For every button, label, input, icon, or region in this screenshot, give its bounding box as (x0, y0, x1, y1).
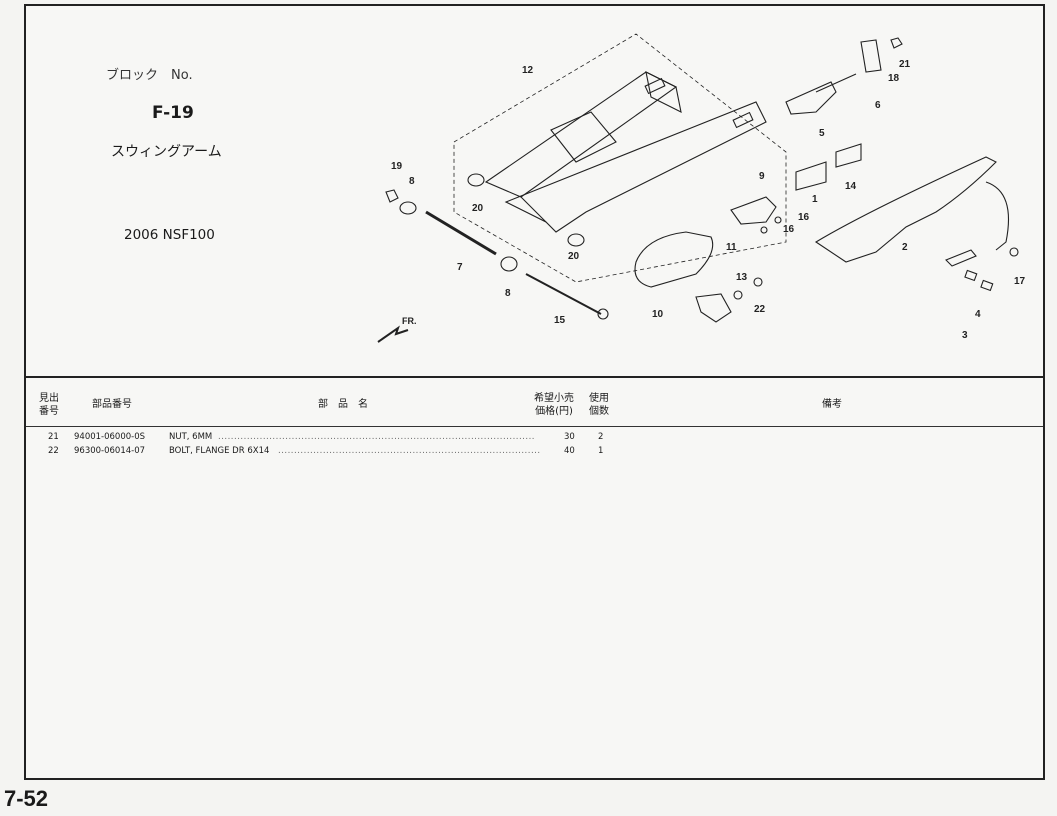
callout-4: 4 (975, 309, 981, 320)
header-ref-no: 見出 番号 (39, 393, 59, 417)
callout-20-lower: 20 (568, 251, 580, 262)
chain-adjuster-5 (785, 81, 837, 115)
header-part-name: 部 品 名 (318, 399, 368, 410)
label-14 (835, 143, 862, 168)
label-1 (795, 161, 827, 191)
row-qty: 2 (598, 432, 604, 442)
callout-21: 21 (899, 59, 911, 70)
page-number: 7-52 (4, 786, 49, 811)
callout-1: 1 (812, 194, 818, 205)
bolt-head-15 (597, 308, 609, 320)
row-part-name: BOLT, FLANGE DR 6X14 (169, 446, 270, 456)
row-part-number: 96300-06014-07 (74, 446, 146, 456)
chain-slider-10 (634, 231, 714, 288)
header-price: 希望小売 価格(円) (534, 393, 574, 417)
chain-guide-11 (695, 293, 732, 323)
row-leader-dots: ........................................… (218, 432, 535, 442)
callout-8-upper: 8 (409, 176, 415, 187)
row-part-name: NUT, 6MM (169, 432, 213, 442)
row-qty: 1 (598, 446, 604, 456)
block-number-label: ブロック No. (106, 68, 193, 83)
callout-17: 17 (1014, 276, 1026, 287)
header-remarks: 備考 (822, 399, 842, 410)
header-qty: 使用 個数 (589, 393, 609, 417)
callout-10: 10 (652, 309, 664, 320)
callout-11: 11 (726, 242, 737, 253)
assembly-outline (453, 33, 787, 283)
parts-table-header: 見出 番号 部品番号 部 品 名 希望小売 価格(円) 使用 個数 備考 (26, 386, 1043, 427)
swing-arm-drawing (467, 71, 767, 247)
callout-14: 14 (845, 181, 857, 192)
parts-catalog-page: ブロック No. F-19 スウィングアーム 2006 NSF100 (24, 4, 1045, 780)
row-price: 40 (564, 446, 575, 456)
block-code: F-19 (152, 103, 194, 123)
row-ref: 21 (48, 432, 59, 442)
section-divider (26, 376, 1043, 378)
chain-case-2 (814, 156, 997, 263)
table-row: 21 94001-06000-0S NUT, 6MM .............… (26, 432, 1043, 446)
nut-21 (890, 37, 903, 49)
callout-15: 15 (554, 315, 566, 326)
plate-9 (730, 196, 777, 225)
callout-12: 12 (522, 65, 534, 76)
callout-7: 7 (457, 262, 463, 273)
row-part-number: 94001-06000-0S (74, 432, 146, 442)
row-leader-dots: ........................................… (278, 446, 541, 456)
callout-20-upper: 20 (472, 203, 484, 214)
row-price: 30 (564, 432, 575, 442)
block-title: スウィングアーム (111, 144, 222, 160)
adjuster-plate-6 (860, 39, 882, 73)
callout-18: 18 (888, 73, 900, 84)
callout-13: 13 (736, 272, 748, 283)
bolt-17 (1009, 247, 1019, 257)
callout-16-a: 16 (798, 212, 810, 223)
header-part-number: 部品番号 (92, 399, 132, 410)
exploded-parts-diagram: FR. 1 2 3 4 5 6 7 8 8 9 10 11 12 13 14 1… (377, 33, 1026, 343)
row-ref: 22 (48, 446, 59, 456)
callout-9: 9 (759, 171, 765, 182)
pivot-shaft (425, 210, 497, 256)
callout-6: 6 (875, 100, 881, 111)
callout-16-b: 16 (783, 224, 795, 235)
drive-chain-3 (945, 249, 977, 267)
callout-19: 19 (391, 161, 403, 172)
callout-3: 3 (962, 330, 968, 341)
collar-8-lower (500, 256, 518, 272)
front-direction-arrow (377, 325, 409, 343)
pivot-bolt (525, 273, 602, 315)
callout-5: 5 (819, 128, 825, 139)
table-row: 22 96300-06014-07 BOLT, FLANGE DR 6X14 .… (26, 446, 1043, 460)
nut-19 (385, 189, 399, 203)
model-name: 2006 NSF100 (124, 227, 215, 243)
callout-numbers: 1 2 3 4 5 6 7 8 8 9 10 11 12 13 14 15 16… (391, 59, 1026, 341)
callout-22: 22 (754, 304, 766, 315)
direction-label: FR. (402, 316, 417, 326)
callout-2: 2 (902, 242, 908, 253)
callout-8-lower: 8 (505, 288, 511, 299)
collar-8-upper (399, 201, 417, 215)
